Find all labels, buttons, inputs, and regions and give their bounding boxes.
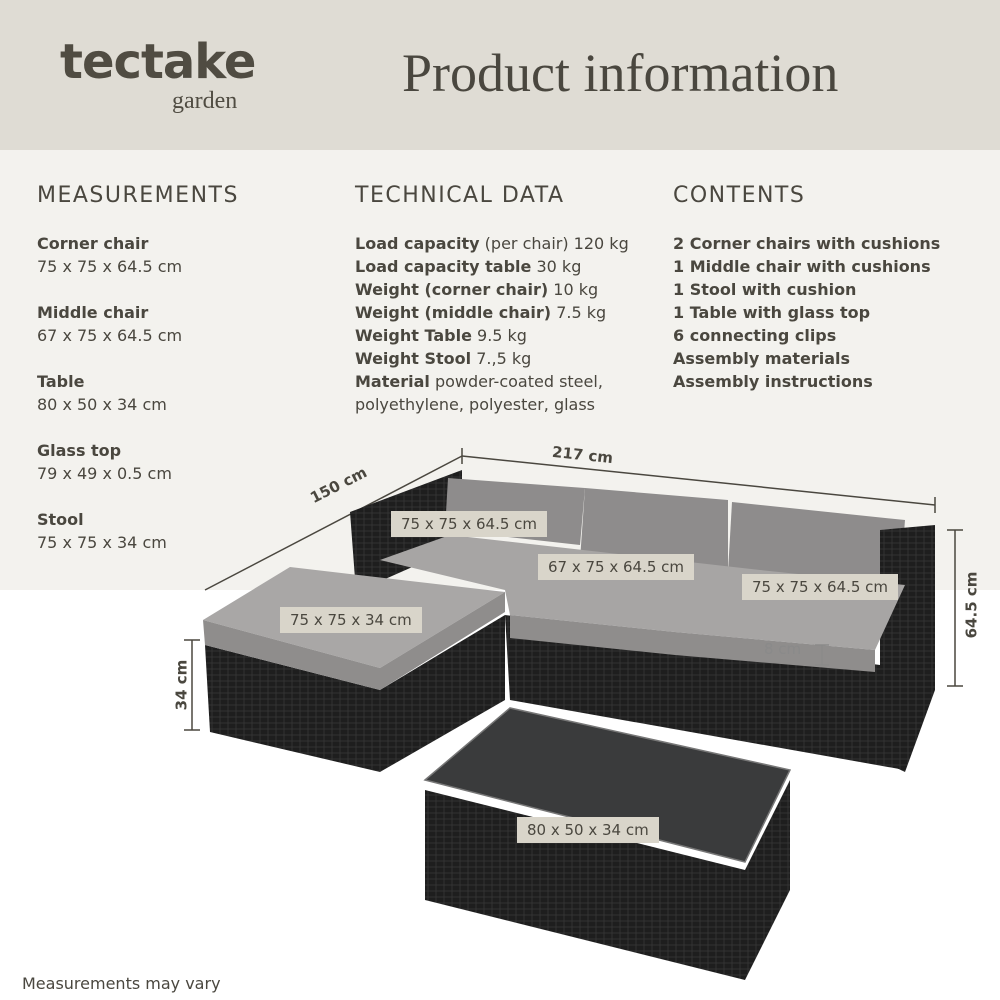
- measurement-name: Glass top: [37, 441, 122, 460]
- contents-item: Assembly materials: [673, 349, 851, 368]
- measurement-name: Stool: [37, 510, 84, 529]
- label-corner-right: 75 x 75 x 64.5 cm: [742, 574, 899, 600]
- label-corner-left: 75 x 75 x 64.5 cm: [391, 511, 548, 537]
- contents-item: 2 Corner chairs with cushions: [673, 234, 941, 253]
- stool: [203, 567, 505, 772]
- label-table: 80 x 50 x 34 cm: [517, 817, 659, 843]
- measurement-item: Stool 75 x 75 x 34 cm: [37, 508, 239, 554]
- label-stool: 75 x 75 x 34 cm: [280, 607, 422, 633]
- tech-row: Weight Table 9.5 kg: [355, 324, 645, 347]
- tech-label: Material: [355, 372, 430, 391]
- measurement-value: 79 x 49 x 0.5 cm: [37, 464, 172, 483]
- label-middle: 67 x 75 x 64.5 cm: [538, 554, 695, 580]
- measurements-section: MEASUREMENTS Corner chair 75 x 75 x 64.5 …: [37, 184, 239, 577]
- tech-row: Weight (middle chair) 7.5 kg: [355, 301, 645, 324]
- contents-item: 1 Table with glass top: [673, 303, 871, 322]
- tech-value: powder-coated steel, polyethylene, polye…: [355, 372, 603, 414]
- contents-item: 1 Middle chair with cushions: [673, 257, 931, 276]
- technical-section: TECHNICAL DATA Load capacity (per chair)…: [355, 184, 645, 416]
- tech-label: Load capacity table: [355, 257, 532, 276]
- tech-row: Load capacity table 30 kg: [355, 255, 645, 278]
- tech-value: 30 kg: [531, 257, 582, 276]
- tech-value: 7.,5 kg: [471, 349, 532, 368]
- page-title: Product information: [402, 43, 839, 103]
- tech-value: 7.5 kg: [551, 303, 607, 322]
- contents-section: CONTENTS 2 Corner chairs with cushions 1…: [673, 184, 940, 393]
- contents-heading: CONTENTS: [673, 183, 806, 208]
- tech-value: (per chair) 120 kg: [479, 234, 629, 253]
- measurement-item: Glass top 79 x 49 x 0.5 cm: [37, 439, 239, 485]
- contents-item: 6 connecting clips: [673, 326, 837, 345]
- dimension-stool-height: 34 cm: [172, 659, 191, 711]
- tech-row: Weight Stool 7.,5 kg: [355, 347, 645, 370]
- technical-heading: TECHNICAL DATA: [355, 183, 565, 208]
- dimension-cushion: 8 cm: [764, 640, 802, 658]
- brand-logo-sub: garden: [172, 88, 238, 114]
- dimension-height: 64.5 cm: [962, 571, 981, 639]
- measurement-name: Corner chair: [37, 234, 149, 253]
- measurement-name: Table: [37, 372, 85, 391]
- table: [423, 707, 792, 980]
- brand-logo: tectake: [60, 34, 256, 90]
- measurement-value: 75 x 75 x 64.5 cm: [37, 257, 183, 276]
- measurement-value: 80 x 50 x 34 cm: [37, 395, 167, 414]
- contents-item: Assembly instructions: [673, 372, 873, 391]
- tech-label: Weight Table: [355, 326, 472, 345]
- tech-row: Weight (corner chair) 10 kg: [355, 278, 645, 301]
- measurement-value: 75 x 75 x 34 cm: [37, 533, 167, 552]
- tech-label: Load capacity: [355, 234, 480, 253]
- measurement-value: 67 x 75 x 64.5 cm: [37, 326, 183, 345]
- tech-row: Material powder-coated steel, polyethyle…: [355, 370, 645, 416]
- dimension-lines: [184, 448, 963, 731]
- header: tectake garden Product information: [0, 0, 1000, 150]
- contents-item: 1 Stool with cushion: [673, 280, 857, 299]
- measurements-heading: MEASUREMENTS: [37, 183, 239, 208]
- tech-row: Load capacity (per chair) 120 kg: [355, 232, 645, 255]
- measurement-name: Middle chair: [37, 303, 149, 322]
- tech-value: 10 kg: [548, 280, 599, 299]
- cushion-thickness-marker: [815, 644, 829, 666]
- measurement-item: Table 80 x 50 x 34 cm: [37, 370, 239, 416]
- tech-label: Weight (corner chair): [355, 280, 549, 299]
- tech-label: Weight Stool: [355, 349, 472, 368]
- footer-note: Measurements may vary: [22, 974, 221, 993]
- measurement-item: Middle chair 67 x 75 x 64.5 cm: [37, 301, 239, 347]
- measurement-item: Corner chair 75 x 75 x 64.5 cm: [37, 232, 239, 278]
- tech-value: 9.5 kg: [471, 326, 527, 345]
- tech-label: Weight (middle chair): [355, 303, 552, 322]
